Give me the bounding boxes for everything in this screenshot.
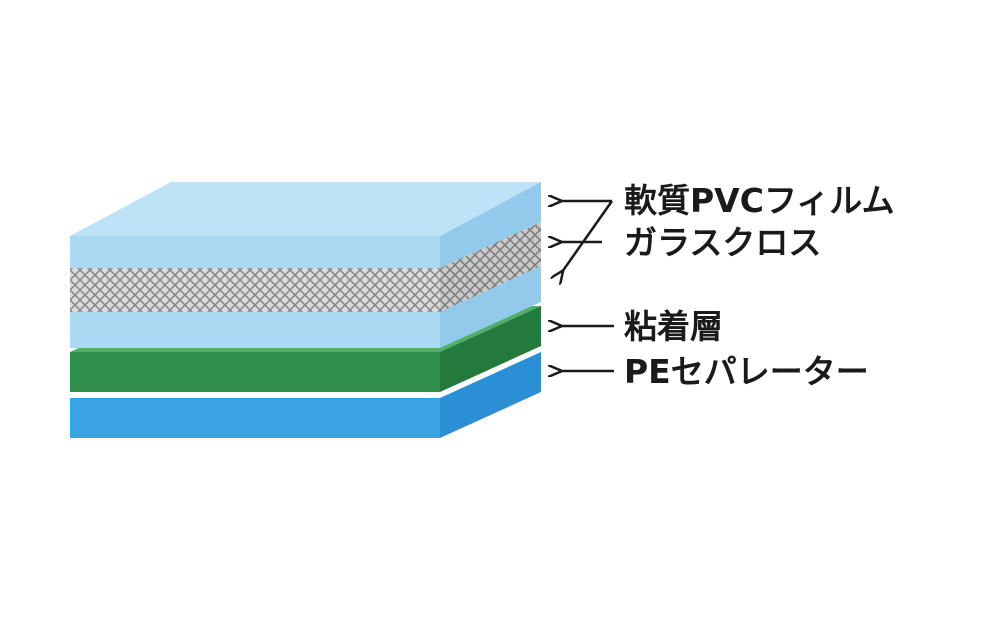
pe-separator-front	[70, 398, 440, 438]
glass-cloth-layer	[70, 222, 541, 312]
pvc-lower-front	[70, 312, 440, 348]
pvc-film-top-layer	[70, 182, 541, 268]
pe-separator-layer	[70, 352, 541, 438]
pvc-top-surface	[70, 182, 541, 236]
adhesive-side	[440, 306, 541, 392]
pvc-film-lower-layer	[70, 266, 541, 348]
label-adhesive-layer: 粘着層	[624, 307, 723, 346]
adhesive-front	[70, 352, 440, 392]
pvc-top-front	[70, 236, 440, 268]
pe-separator-side	[440, 352, 541, 438]
label-soft-pvc-film: 軟質PVCフィルム	[624, 181, 895, 220]
label-pe-separator: PEセパレーター	[624, 352, 869, 391]
arrow-soft-pvc-film-branch	[562, 200, 614, 272]
label-glass-cloth: ガラスクロス	[624, 223, 821, 262]
glass-cloth-front	[70, 268, 440, 312]
pvc-top-side	[440, 182, 541, 268]
glass-cloth-side	[440, 222, 541, 312]
pointer-arrows	[560, 201, 614, 371]
glass-cloth-side-shade	[440, 222, 541, 312]
pvc-lower-side	[440, 266, 541, 348]
